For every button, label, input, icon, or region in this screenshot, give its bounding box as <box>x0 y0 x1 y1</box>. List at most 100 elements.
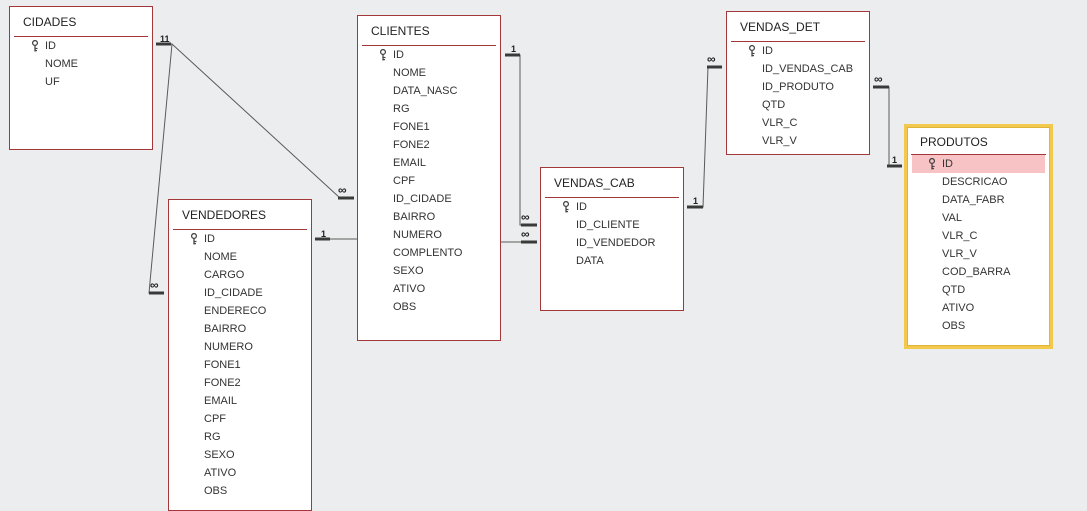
table-vendedores[interactable]: VENDEDORES ID NOME CARGO ID_CIDADE ENDERECO B… <box>168 199 312 511</box>
field-id-produto[interactable]: ID_PRODUTO <box>727 78 869 96</box>
field-sexo[interactable]: SEXO <box>169 446 311 464</box>
primary-key-field[interactable]: ID <box>727 42 869 60</box>
field-label: VAL <box>942 212 962 224</box>
field-id-cliente[interactable]: ID_CLIENTE <box>541 216 683 234</box>
field-label: ID <box>204 233 215 245</box>
field-label: NOME <box>393 67 426 79</box>
field-ativo[interactable]: ATIVO <box>358 280 500 298</box>
field-label: RG <box>393 103 410 115</box>
field-id-cidade[interactable]: ID_CIDADE <box>169 284 311 302</box>
field-rg[interactable]: RG <box>358 100 500 118</box>
field-numero[interactable]: NUMERO <box>358 226 500 244</box>
primary-key-field[interactable]: ID <box>912 155 1045 173</box>
field-label: ID_CIDADE <box>204 287 263 299</box>
primary-key-field[interactable]: ID <box>541 198 683 216</box>
field-numero[interactable]: NUMERO <box>169 338 311 356</box>
cardinality-many: ∞ <box>338 183 347 197</box>
field-fone1[interactable]: FONE1 <box>358 118 500 136</box>
field-fone2[interactable]: FONE2 <box>358 136 500 154</box>
field-obs[interactable]: OBS <box>907 317 1050 335</box>
field-label: VLR_C <box>762 117 798 129</box>
field-bairro[interactable]: BAIRRO <box>358 208 500 226</box>
field-nome[interactable]: NOME <box>358 64 500 82</box>
field-cod-barra[interactable]: COD_BARRA <box>907 263 1050 281</box>
field-ativo[interactable]: ATIVO <box>907 299 1050 317</box>
primary-key-icon <box>562 200 570 213</box>
field-val[interactable]: VAL <box>907 209 1050 227</box>
field-ativo[interactable]: ATIVO <box>169 464 311 482</box>
field-label: FONE2 <box>393 139 430 151</box>
field-id-vendedor[interactable]: ID_VENDEDOR <box>541 234 683 252</box>
field-qtd[interactable]: QTD <box>727 96 869 114</box>
field-cargo[interactable]: CARGO <box>169 266 311 284</box>
cardinality-one: 1 <box>892 155 898 165</box>
table-title[interactable]: VENDAS_CAB <box>554 176 635 190</box>
table-title[interactable]: VENDAS_DET <box>740 20 821 34</box>
field-label: ID <box>942 158 953 170</box>
field-endereco[interactable]: ENDERECO <box>169 302 311 320</box>
field-id-vendas-cab[interactable]: ID_VENDAS_CAB <box>727 60 869 78</box>
field-vlr-c[interactable]: VLR_C <box>907 227 1050 245</box>
field-vlr-v[interactable]: VLR_V <box>907 245 1050 263</box>
primary-key-field[interactable]: ID <box>169 230 311 248</box>
primary-key-field[interactable]: ID <box>358 46 500 64</box>
field-label: NUMERO <box>393 229 442 241</box>
field-cpf[interactable]: CPF <box>169 410 311 428</box>
field-label: FONE1 <box>204 359 241 371</box>
field-fone2[interactable]: FONE2 <box>169 374 311 392</box>
field-email[interactable]: EMAIL <box>169 392 311 410</box>
field-obs[interactable]: OBS <box>169 482 311 500</box>
field-label: COD_BARRA <box>942 266 1011 278</box>
field-label: ID <box>393 49 404 61</box>
field-vlr-c[interactable]: VLR_C <box>727 114 869 132</box>
field-label: ID_VENDAS_CAB <box>762 63 854 75</box>
table-title[interactable]: PRODUTOS <box>920 135 988 149</box>
field-nome[interactable]: NOME <box>10 55 152 73</box>
field-cpf[interactable]: CPF <box>358 172 500 190</box>
cardinality-many: ∞ <box>874 72 883 86</box>
table-title[interactable]: VENDEDORES <box>182 208 267 222</box>
table-title[interactable]: CLIENTES <box>371 24 430 38</box>
field-sexo[interactable]: SEXO <box>358 262 500 280</box>
field-fone1[interactable]: FONE1 <box>169 356 311 374</box>
table-title[interactable]: CIDADES <box>23 15 77 29</box>
field-bairro[interactable]: BAIRRO <box>169 320 311 338</box>
field-label: SEXO <box>204 449 235 461</box>
field-label: ENDERECO <box>204 305 267 317</box>
primary-key-field[interactable]: ID <box>10 37 152 55</box>
field-label: DATA_FABR <box>942 194 1005 206</box>
relation-clientes-vendas-cab <box>505 54 537 226</box>
title-divider <box>911 154 1046 155</box>
field-descricao[interactable]: DESCRICAO <box>907 173 1050 191</box>
field-label: ID_CIDADE <box>393 193 452 205</box>
field-qtd[interactable]: QTD <box>907 281 1050 299</box>
field-uf[interactable]: UF <box>10 73 152 91</box>
field-rg[interactable]: RG <box>169 428 311 446</box>
field-id-cidade[interactable]: ID_CIDADE <box>358 190 500 208</box>
field-obs[interactable]: OBS <box>358 298 500 316</box>
field-data[interactable]: DATA <box>541 252 683 270</box>
cardinality-one: 1 <box>511 44 517 54</box>
field-nome[interactable]: NOME <box>169 248 311 266</box>
field-label: NOME <box>204 251 237 263</box>
field-email[interactable]: EMAIL <box>358 154 500 172</box>
title-divider <box>362 45 496 46</box>
primary-key-icon <box>31 39 39 52</box>
field-label: CARGO <box>204 269 245 281</box>
field-complento[interactable]: COMPLENTO <box>358 244 500 262</box>
field-label: DATA <box>576 255 604 267</box>
field-label: ID <box>576 201 587 213</box>
field-label: OBS <box>942 320 966 332</box>
field-vlr-v[interactable]: VLR_V <box>727 132 869 150</box>
field-label: ATIVO <box>942 302 975 314</box>
field-data-nasc[interactable]: DATA_NASC <box>358 82 500 100</box>
field-data-fabr[interactable]: DATA_FABR <box>907 191 1050 209</box>
